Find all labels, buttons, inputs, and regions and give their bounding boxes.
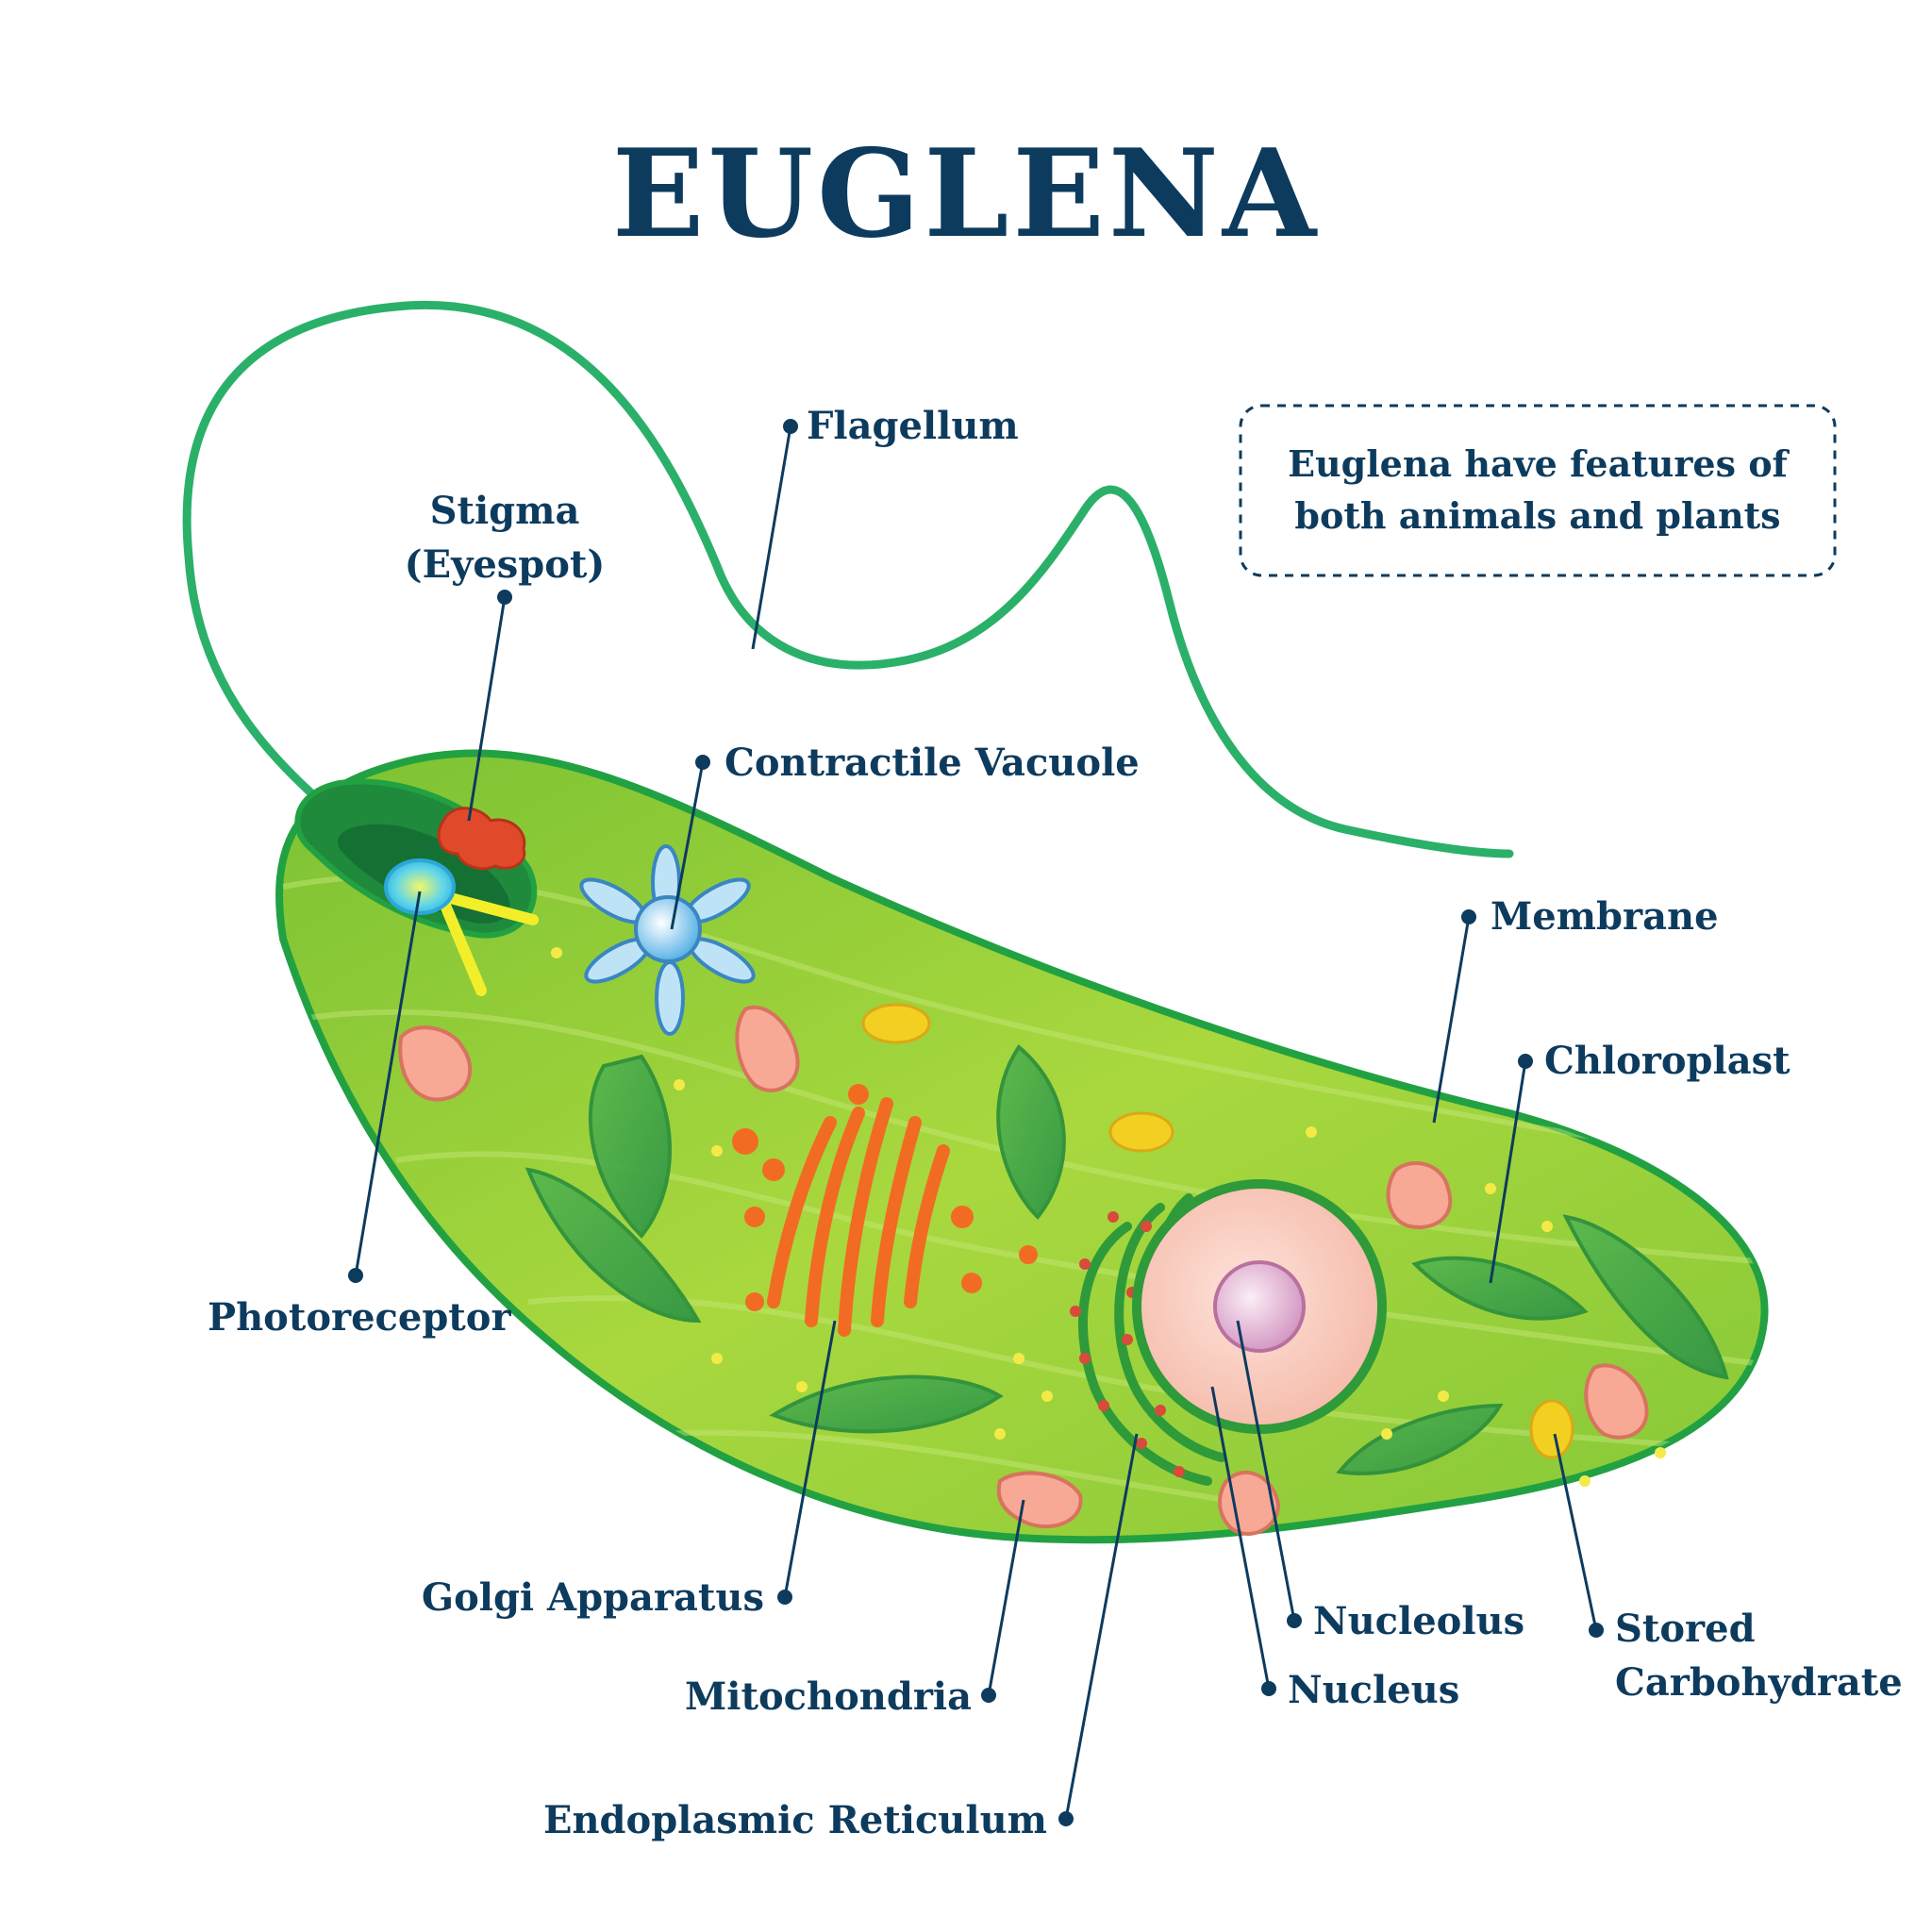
stigma [437,807,526,871]
label-nucleolus: Nucleolus [1313,1599,1524,1643]
label-stored: Stored [1615,1607,1756,1651]
golgi-vesicles [732,1084,1038,1311]
label-golgi-apparatus: Golgi Apparatus [422,1575,764,1620]
page-title: EUGLENA [612,124,1320,265]
label-endoplasmic-reticulum: Endoplasmic Reticulum [543,1798,1047,1842]
label-chloroplast: Chloroplast [1544,1039,1790,1083]
label-flagellum: Flagellum [807,404,1019,448]
leader-lines [348,419,1604,1826]
info-box-line2: both animals and plants [1294,494,1780,537]
label-contractile-vacuole: Contractile Vacuole [724,741,1140,785]
photoreceptor [384,858,539,996]
label-mitochondria: Mitochondria [685,1674,972,1719]
nucleolus [1213,1260,1306,1353]
golgi-apparatus [767,1097,950,1337]
label-nucleus: Nucleus [1288,1668,1459,1712]
info-box-line1: Euglena have features of [1288,442,1790,485]
cytoplasm-granules [551,947,1666,1487]
stored-carbohydrate-group [861,1003,1574,1459]
label-photoreceptor: Photoreceptor [208,1295,511,1340]
label-carbohydrate: Carbohydrate [1615,1660,1903,1705]
label-stigma: Stigma [430,489,580,533]
contractile-vacuole [579,844,756,1036]
mitochondria-group [398,1006,1649,1536]
label-membrane: Membrane [1491,894,1719,939]
label-stigma-eyespot: (Eyespot) [405,542,606,587]
chloroplasts [525,1044,1729,1475]
flagellum [182,300,1514,858]
info-box [1239,404,1837,577]
